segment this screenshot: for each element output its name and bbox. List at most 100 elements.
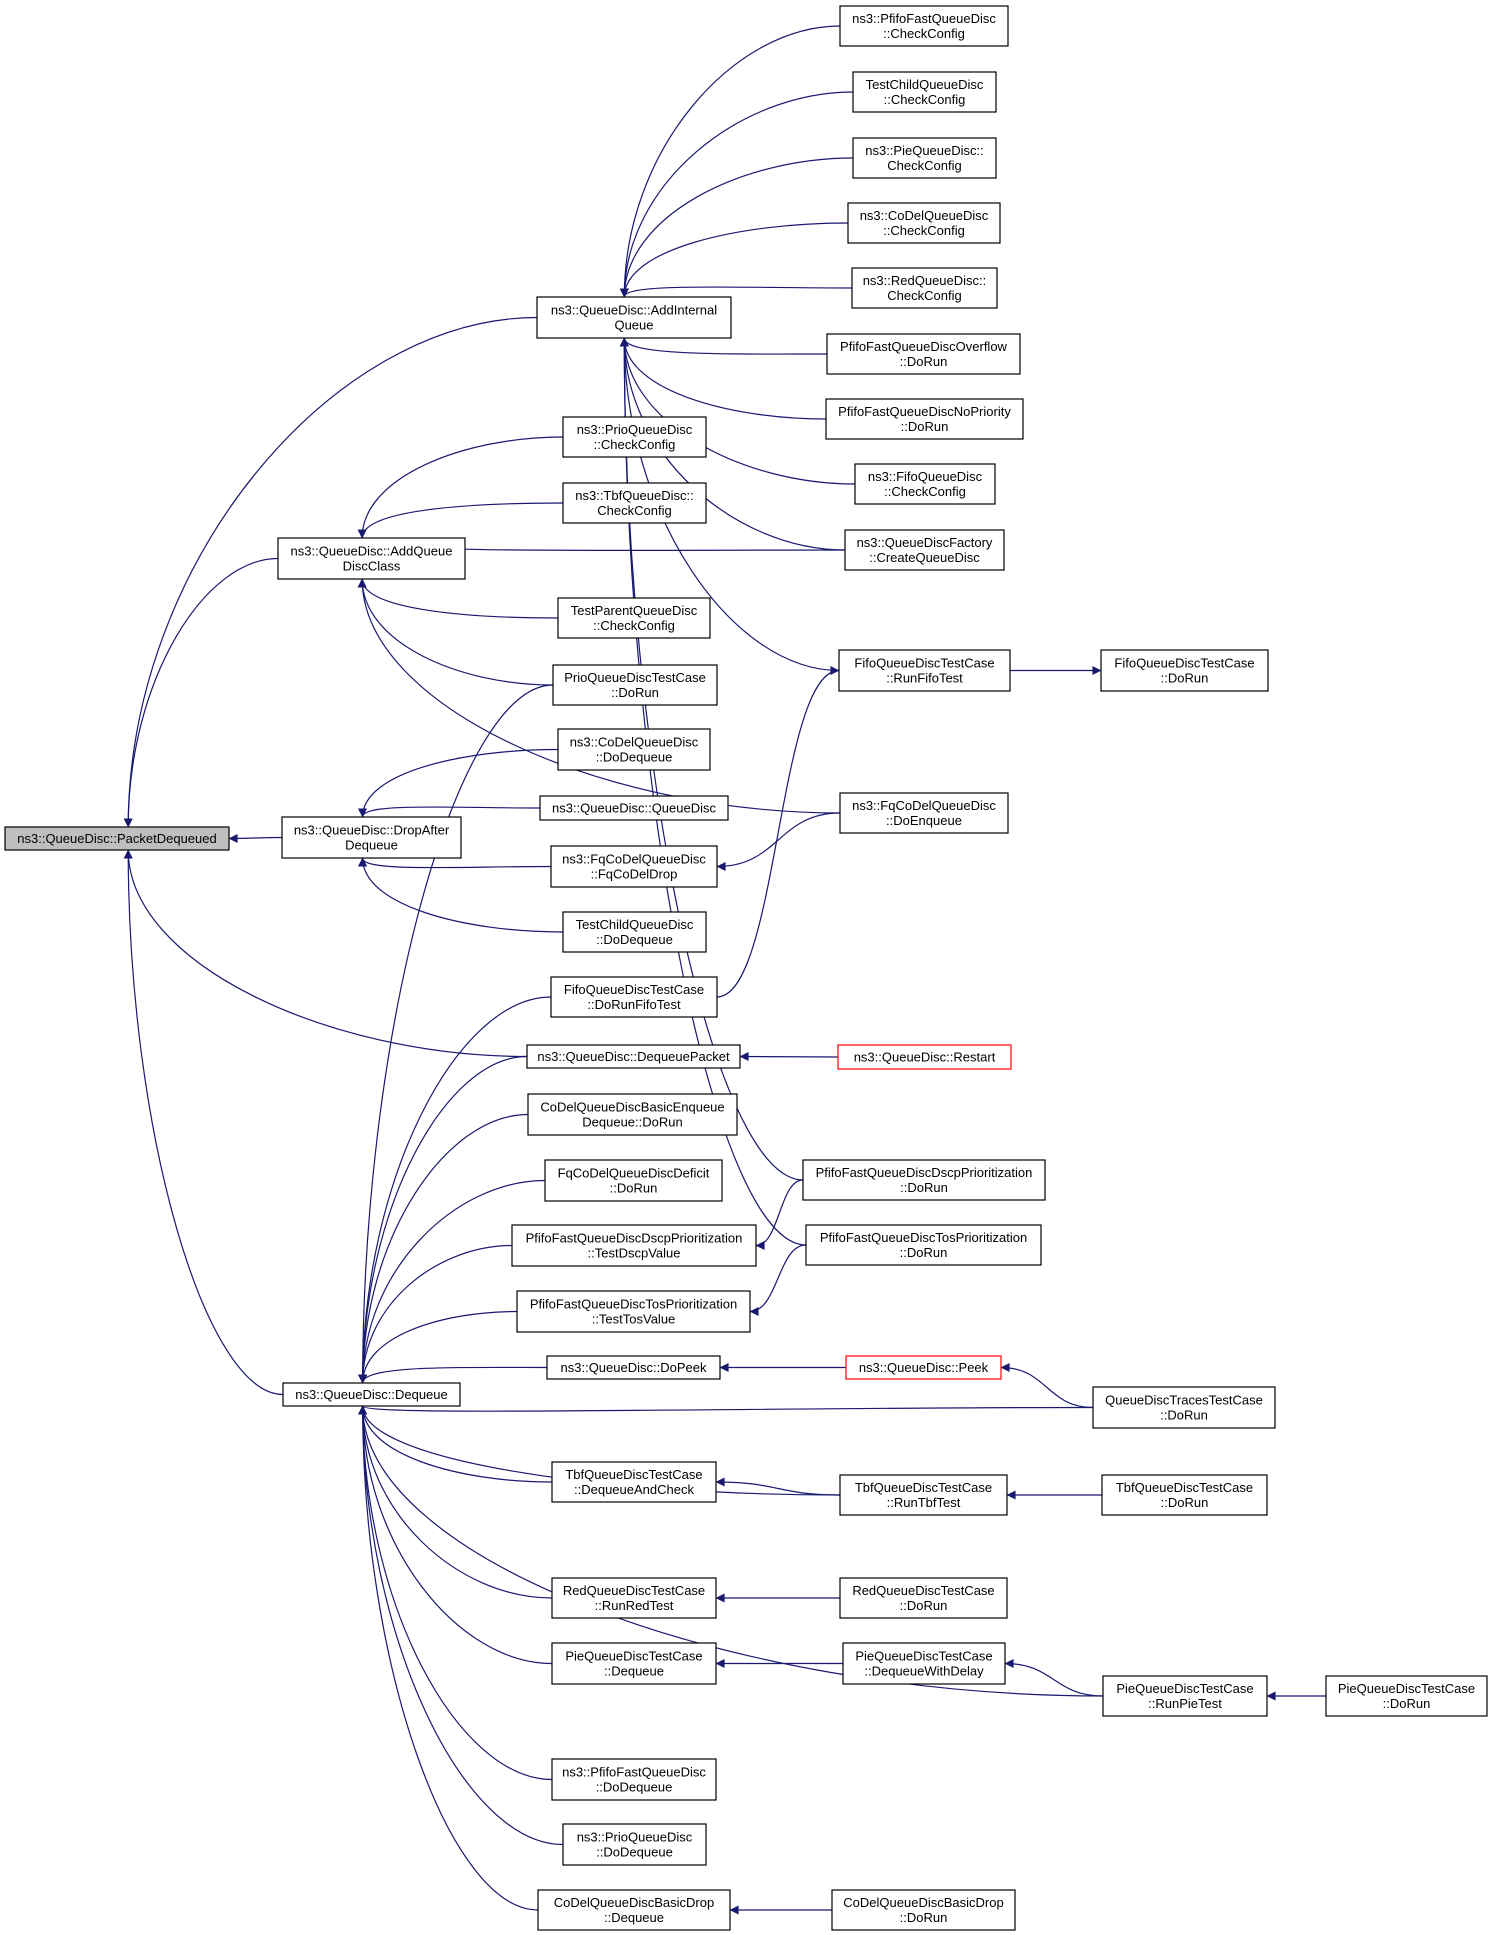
node-box xyxy=(557,728,711,771)
node-factoryCreate[interactable]: ns3::QueueDiscFactory::CreateQueueDisc xyxy=(844,529,1005,571)
call-edge-dequeue-to-packetDequeued xyxy=(123,849,284,1396)
node-pfifoCheck[interactable]: ns3::PfifoFastQueueDisc::CheckConfig xyxy=(839,5,1009,47)
node-tbfCheck[interactable]: ns3::TbfQueueDisc::CheckConfig xyxy=(562,482,707,524)
call-edge-testChildDoDequeue-to-dropAfterDequeue xyxy=(358,857,564,933)
node-label: ::CheckConfig xyxy=(883,223,965,238)
node-pfifoDoDequeue[interactable]: ns3::PfifoFastQueueDisc::DoDequeue xyxy=(551,1758,717,1801)
node-label: ::TestDscpValue xyxy=(588,1246,681,1261)
node-label: ns3::QueueDisc::AddInternal xyxy=(551,303,717,318)
node-tbfDoRun[interactable]: TbfQueueDiscTestCase::DoRun xyxy=(1101,1474,1268,1516)
node-dequeue[interactable]: ns3::QueueDisc::Dequeue xyxy=(282,1382,461,1407)
call-edge-redCheck-to-addInternalQueue xyxy=(619,286,853,298)
call-edge-dequeuePacket-to-packetDequeued xyxy=(123,849,528,1058)
node-redDoRun[interactable]: RedQueueDiscTestCase::DoRun xyxy=(839,1577,1008,1619)
call-edge-pieCheck-to-addInternalQueue xyxy=(619,157,854,298)
node-prioCheck[interactable]: ns3::PrioQueueDisc::CheckConfig xyxy=(562,416,707,458)
node-pfifoTosTest[interactable]: PfifoFastQueueDiscTosPrioritization::Tes… xyxy=(516,1290,751,1333)
node-redRunRedTest[interactable]: RedQueueDiscTestCase::RunRedTest xyxy=(551,1577,717,1619)
node-doPeek[interactable]: ns3::QueueDisc::DoPeek xyxy=(546,1355,721,1380)
node-testChildDoDequeue[interactable]: TestChildQueueDisc::DoDequeue xyxy=(562,911,707,953)
node-label: PfifoFastQueueDiscDscpPrioritization xyxy=(816,1165,1033,1180)
node-pieDoRun[interactable]: PieQueueDiscTestCase::DoRun xyxy=(1325,1675,1488,1717)
node-label: FifoQueueDiscTestCase xyxy=(564,982,704,997)
node-pieDequeue[interactable]: PieQueueDiscTestCase::Dequeue xyxy=(551,1642,717,1685)
node-pfifoOverflow[interactable]: PfifoFastQueueDiscOverflow::DoRun xyxy=(826,333,1021,375)
node-box xyxy=(544,1159,723,1202)
node-label: ::DoRun xyxy=(611,685,659,700)
node-testParentCheck[interactable]: TestParentQueueDisc::CheckConfig xyxy=(557,597,711,639)
call-edge-pfifoDoDequeue-to-dequeue xyxy=(358,1405,553,1781)
node-label: CoDelQueueDiscBasicDrop xyxy=(843,1895,1003,1910)
node-box xyxy=(1092,1386,1276,1429)
node-box xyxy=(557,597,711,639)
node-label: ::DequeueAndCheck xyxy=(574,1482,694,1497)
node-fifoRunFifoTest[interactable]: FifoQueueDiscTestCase::RunFifoTest xyxy=(838,649,1011,692)
node-label: QueueDiscTracesTestCase xyxy=(1105,1393,1263,1408)
node-box xyxy=(845,1355,1002,1380)
node-label: ::DequeueWithDelay xyxy=(864,1664,984,1679)
node-prioTestDoRun[interactable]: PrioQueueDiscTestCase::DoRun xyxy=(552,664,718,706)
node-queueDiscCtor[interactable]: ns3::QueueDisc::QueueDisc xyxy=(539,795,729,821)
call-edge-fifoDoRunFifoTest-to-dequeue xyxy=(358,996,552,1384)
node-label: ::RunRedTest xyxy=(595,1598,674,1613)
call-edge-testParentCheck-to-addQueueDiscClass xyxy=(357,578,559,619)
node-codelBasicDropDoRun[interactable]: CoDelQueueDiscBasicDrop::DoRun xyxy=(831,1889,1016,1931)
node-fqcodelDeficit[interactable]: FqCoDelQueueDiscDeficit::DoRun xyxy=(544,1159,723,1202)
node-box xyxy=(852,137,997,179)
call-edge-pfifoTosDoRun-to-pfifoTosTest xyxy=(749,1244,807,1316)
node-codelBasicDropDequeue[interactable]: CoDelQueueDiscBasicDrop::Dequeue xyxy=(537,1889,731,1931)
node-label: ::CreateQueueDisc xyxy=(869,550,980,565)
node-packetDequeued[interactable]: ns3::QueueDisc::PacketDequeued xyxy=(4,826,230,851)
node-fifoCheck[interactable]: ns3::FifoQueueDisc::CheckConfig xyxy=(854,463,996,505)
node-label: ::CheckConfig xyxy=(593,618,675,633)
node-pieCheck[interactable]: ns3::PieQueueDisc::CheckConfig xyxy=(852,137,997,179)
node-dequeuePacket[interactable]: ns3::QueueDisc::DequeuePacket xyxy=(526,1044,741,1069)
call-edge-codelDoDequeue-to-dropAfterDequeue xyxy=(358,748,559,818)
node-fqcodelDrop[interactable]: ns3::FqCoDelQueueDisc::FqCoDelDrop xyxy=(550,845,718,888)
node-label: ::Dequeue xyxy=(604,1910,664,1925)
call-edge-pieRunPieTest-to-pieDequeueWithDelay xyxy=(1004,1659,1104,1697)
node-codelDoDequeue[interactable]: ns3::CoDelQueueDisc::DoDequeue xyxy=(557,728,711,771)
node-tbfDequeueAndCheck[interactable]: TbfQueueDiscTestCase::DequeueAndCheck xyxy=(551,1461,717,1503)
node-fqcodelDoEnqueue[interactable]: ns3::FqCoDelQueueDisc::DoEnqueue xyxy=(839,792,1009,834)
call-edge-prioTestDoRun-to-addQueueDiscClass xyxy=(357,578,554,686)
node-testChildCheck[interactable]: TestChildQueueDisc::CheckConfig xyxy=(852,71,997,113)
node-tracesDoRun[interactable]: QueueDiscTracesTestCase::DoRun xyxy=(1092,1386,1276,1429)
node-label: ::FqCoDelDrop xyxy=(591,867,678,882)
call-edge-tbfRunTbfTest-to-dequeue xyxy=(358,1405,841,1496)
node-prioDoDequeue[interactable]: ns3::PrioQueueDisc::DoDequeue xyxy=(562,1823,707,1866)
call-edge-pfifoDscpDoRun-to-pfifoDscpTest xyxy=(755,1179,804,1250)
node-pfifoNoPriority[interactable]: PfifoFastQueueDiscNoPriority::DoRun xyxy=(825,398,1024,440)
node-label: ::DoEnqueue xyxy=(886,813,962,828)
node-label: Dequeue xyxy=(345,838,398,853)
node-peek[interactable]: ns3::QueueDisc::Peek xyxy=(845,1355,1002,1380)
node-redCheck[interactable]: ns3::RedQueueDisc::CheckConfig xyxy=(851,267,998,309)
node-pfifoDscpDoRun[interactable]: PfifoFastQueueDiscDscpPrioritization::Do… xyxy=(802,1159,1046,1201)
node-label: ns3::TbfQueueDisc:: xyxy=(575,488,694,503)
node-restart[interactable]: ns3::QueueDisc::Restart xyxy=(837,1044,1012,1070)
node-label: RedQueueDiscTestCase xyxy=(852,1583,994,1598)
node-fifoTestDoRun[interactable]: FifoQueueDiscTestCase::DoRun xyxy=(1100,649,1269,692)
node-tbfRunTbfTest[interactable]: TbfQueueDiscTestCase::RunTbfTest xyxy=(839,1474,1008,1516)
node-label: ::DoRun xyxy=(1383,1696,1431,1711)
node-label: PfifoFastQueueDiscOverflow xyxy=(840,339,1008,354)
node-box xyxy=(1102,1675,1268,1717)
node-label: ::RunFifoTest xyxy=(886,671,963,686)
node-codelCheck[interactable]: ns3::CoDelQueueDisc::CheckConfig xyxy=(847,202,1001,244)
node-label: PrioQueueDiscTestCase xyxy=(564,670,706,685)
node-box xyxy=(805,1224,1042,1266)
node-box xyxy=(854,463,996,505)
node-pieRunPieTest[interactable]: PieQueueDiscTestCase::RunPieTest xyxy=(1102,1675,1268,1717)
node-label: RedQueueDiscTestCase xyxy=(563,1583,705,1598)
node-label: ns3::CoDelQueueDisc xyxy=(860,208,989,223)
node-pfifoTosDoRun[interactable]: PfifoFastQueueDiscTosPrioritization::DoR… xyxy=(805,1224,1042,1266)
node-pfifoDscpTest[interactable]: PfifoFastQueueDiscDscpPrioritization::Te… xyxy=(511,1224,757,1267)
node-fifoDoRunFifoTest[interactable]: FifoQueueDiscTestCase::DoRunFifoTest xyxy=(550,976,718,1018)
call-edge-fifoDoRunFifoTest-to-fifoRunFifoTest xyxy=(716,666,840,998)
node-pieDequeueWithDelay[interactable]: PieQueueDiscTestCase::DequeueWithDelay xyxy=(842,1642,1006,1685)
node-box xyxy=(1325,1675,1488,1717)
